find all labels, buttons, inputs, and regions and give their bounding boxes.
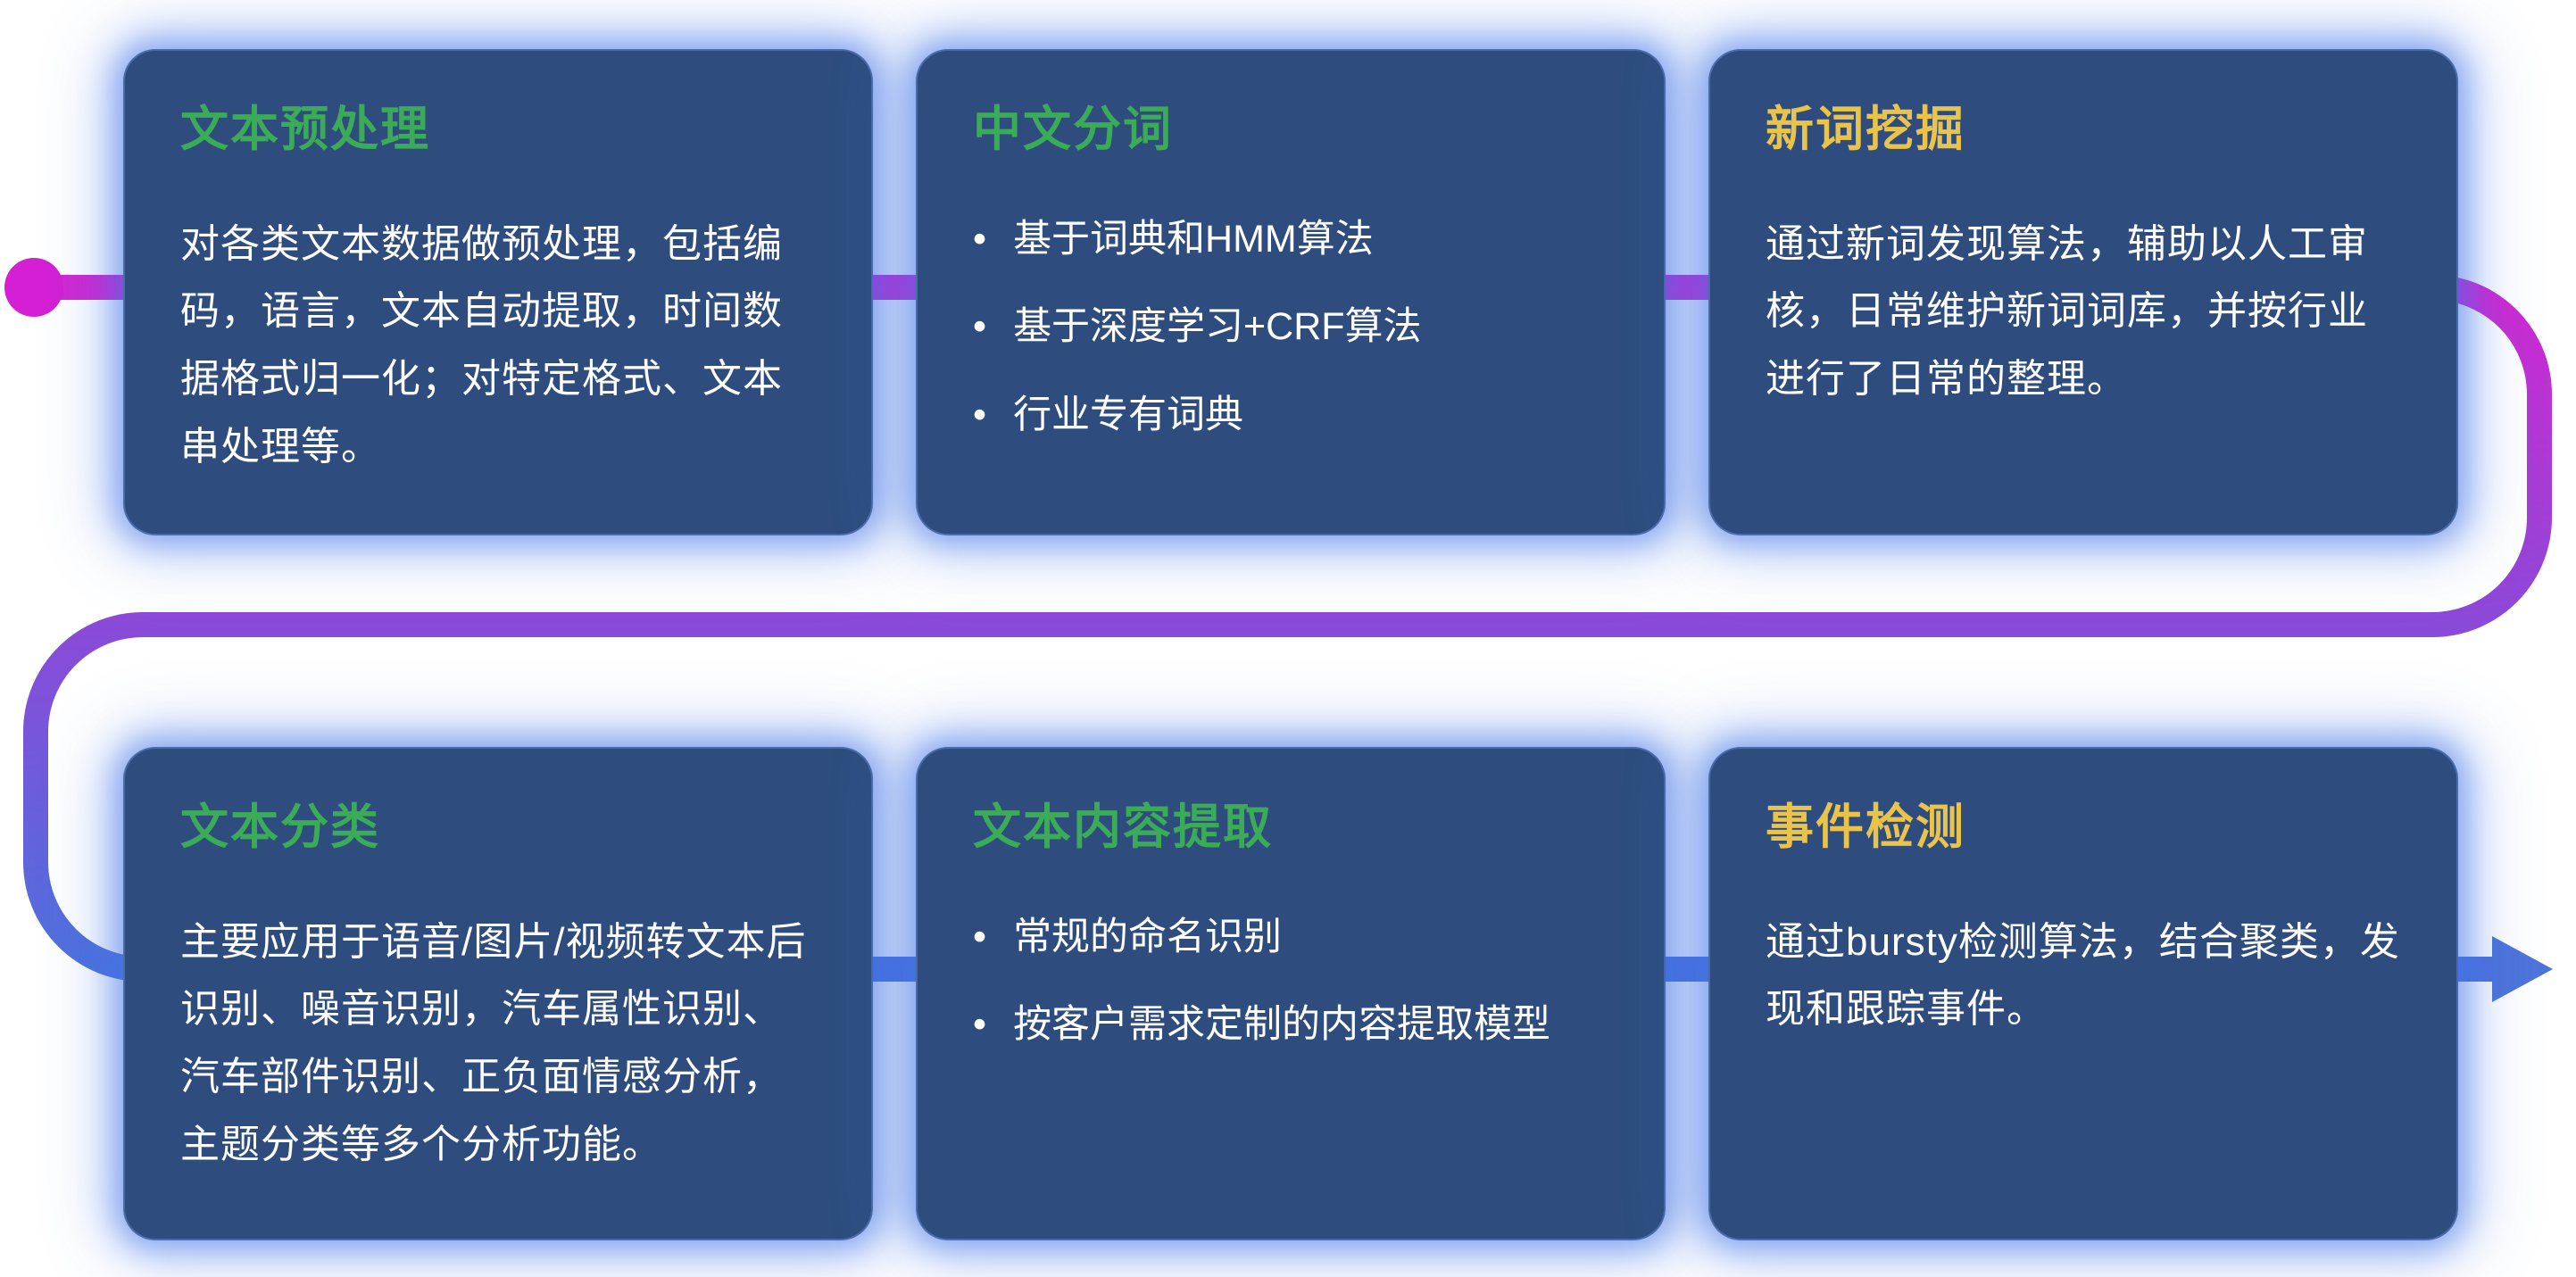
card-title: 新词挖掘 bbox=[1766, 103, 1965, 156]
card-content-extraction: 文本内容提取 常规的命名识别 按客户需求定制的内容提取模型 bbox=[916, 747, 1666, 1240]
card-body: 对各类文本数据做预处理，包括编码，语言，文本自动提取，时间数据格式归一化；对特定… bbox=[180, 221, 783, 469]
card-title: 事件检测 bbox=[1766, 800, 1965, 854]
card-body: 通过新词发现算法，辅助以人工审核，日常维护新词词库，并按行业进行了日常的整理。 bbox=[1766, 221, 2368, 402]
card-text-preprocessing: 文本预处理 对各类文本数据做预处理，包括编码，语言，文本自动提取，时间数据格式归… bbox=[123, 49, 873, 535]
bullet-item: 行业专有词典 bbox=[973, 386, 1608, 444]
card-text-classification: 文本分类 主要应用于语音/图片/视频转文本后识别、噪音识别，汽车属性识别、汽车部… bbox=[123, 747, 873, 1240]
card-title: 文本预处理 bbox=[180, 103, 430, 156]
bullet-item: 基于词典和HMM算法 bbox=[973, 211, 1608, 269]
flow-path bbox=[23, 275, 2552, 982]
flow-start-dot-icon bbox=[4, 258, 63, 317]
bullet-item: 常规的命名识别 bbox=[973, 908, 1608, 966]
card-new-word-mining: 新词挖掘 通过新词发现算法，辅助以人工审核，日常维护新词词库，并按行业进行了日常… bbox=[1708, 49, 2458, 535]
card-title: 文本内容提取 bbox=[973, 800, 1273, 854]
card-body: 主要应用于语音/图片/视频转文本后识别、噪音识别，汽车属性识别、汽车部件识别、正… bbox=[180, 919, 807, 1166]
card-chinese-segmentation: 中文分词 基于词典和HMM算法 基于深度学习+CRF算法 行业专有词典 bbox=[916, 49, 1666, 535]
card-title: 文本分类 bbox=[180, 800, 380, 854]
bullet-list: 常规的命名识别 按客户需求定制的内容提取模型 bbox=[973, 908, 1608, 1054]
bullet-list: 基于词典和HMM算法 基于深度学习+CRF算法 行业专有词典 bbox=[973, 211, 1608, 444]
card-event-detection: 事件检测 通过bursty检测算法，结合聚类，发现和跟踪事件。 bbox=[1708, 747, 2458, 1240]
flow-end-arrow-icon bbox=[2492, 936, 2553, 1002]
card-body: 通过bursty检测算法，结合聚类，发现和跟踪事件。 bbox=[1766, 919, 2400, 1032]
bullet-item: 基于深度学习+CRF算法 bbox=[973, 298, 1608, 356]
bullet-item: 按客户需求定制的内容提取模型 bbox=[973, 996, 1608, 1054]
card-title: 中文分词 bbox=[973, 103, 1173, 156]
